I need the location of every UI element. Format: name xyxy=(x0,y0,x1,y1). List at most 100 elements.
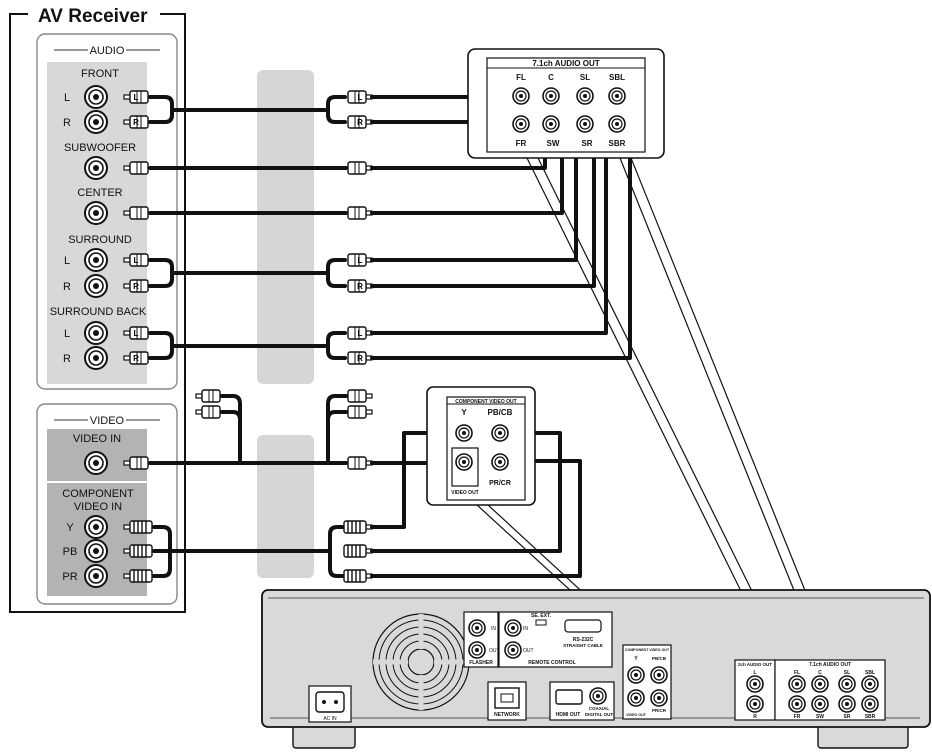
center-jack[interactable] xyxy=(84,201,108,225)
network-label: NETWORK xyxy=(494,712,520,718)
ch2-r-label: R xyxy=(753,714,757,720)
video-group-label: VIDEO xyxy=(90,415,125,427)
plug-r-label: R xyxy=(357,118,363,127)
sbr-jack[interactable] xyxy=(608,115,626,133)
ch7-c: C xyxy=(818,670,822,676)
hdmi-port[interactable] xyxy=(555,689,583,705)
video-out-panel: COMPONENT VIDEO OUT Y PB/CB VIDEO OUT PR… xyxy=(426,386,536,506)
player-composite-jack[interactable] xyxy=(627,689,645,707)
player-comp-pr-jack[interactable] xyxy=(650,689,668,707)
ch2-title: 2ch AUDIO OUT xyxy=(738,662,772,667)
flasher-out-jack[interactable] xyxy=(468,641,486,659)
audio-group-label: AUDIO xyxy=(90,45,125,57)
player-comp-pb: PB/CB xyxy=(652,656,667,661)
fr-jack[interactable] xyxy=(512,115,530,133)
comp-pb-label: PB/CB xyxy=(488,408,513,417)
sr-label: SR xyxy=(581,139,592,148)
ch7-fl-jack[interactable] xyxy=(788,675,806,693)
receiver-title: AV Receiver xyxy=(38,6,148,27)
ch7-c-jack[interactable] xyxy=(811,675,829,693)
flasher-label: FLASHER xyxy=(469,660,493,666)
straight-cable-label: STRAIGHT CABLE xyxy=(563,643,603,648)
plug-l-label: L xyxy=(134,329,139,338)
surround-back-l-jack[interactable] xyxy=(84,321,108,345)
center-label: CENTER xyxy=(77,187,122,199)
video-out-label: VIDEO OUT xyxy=(451,490,479,496)
comp-y-label: Y xyxy=(461,408,467,417)
component-pb-jack[interactable] xyxy=(84,539,108,563)
coaxial-jack[interactable] xyxy=(589,687,607,705)
component-pb-label: PB xyxy=(63,546,78,558)
fl-label: FL xyxy=(516,73,526,82)
ch7-sl-jack[interactable] xyxy=(838,675,856,693)
plug-r-label: R xyxy=(357,282,363,291)
sbl-label: SBL xyxy=(609,73,625,82)
surround-back-l-label: L xyxy=(64,328,70,340)
surround-r-jack[interactable] xyxy=(84,274,108,298)
ch7-fl: FL xyxy=(794,670,800,676)
c-label: C xyxy=(548,73,554,82)
ch2-l-jack[interactable] xyxy=(746,675,764,693)
surround-label: SURROUND xyxy=(68,234,132,246)
ch2-r-jack[interactable] xyxy=(746,695,764,713)
ch7-sr-jack[interactable] xyxy=(838,695,856,713)
sw-label: SW xyxy=(547,139,560,148)
plug-r-label: R xyxy=(133,118,139,127)
rs232c-port[interactable] xyxy=(564,619,602,633)
component-label-1: COMPONENT xyxy=(62,488,134,500)
ch7-sw-jack[interactable] xyxy=(811,695,829,713)
cable-break-bar-audio xyxy=(257,70,314,384)
component-pr-jack[interactable] xyxy=(84,564,108,588)
video-in-jack[interactable] xyxy=(84,451,108,475)
se-ext-switch[interactable] xyxy=(535,619,547,626)
network-port[interactable] xyxy=(494,687,520,709)
comp-pr-jack[interactable] xyxy=(491,453,509,471)
component-y-jack[interactable] xyxy=(84,515,108,539)
fan-vent xyxy=(372,613,470,711)
ch7-fr: FR xyxy=(794,714,801,720)
rc-in-label: IN xyxy=(523,626,528,632)
ch7-sbr-jack[interactable] xyxy=(861,695,879,713)
flasher-in-jack[interactable] xyxy=(468,619,486,637)
front-label: FRONT xyxy=(81,68,119,80)
hdmi-out-label: HDMI OUT xyxy=(556,712,581,718)
rs232c-label: RS-232C xyxy=(573,637,594,643)
coaxial-label-1: COAXIAL xyxy=(589,706,610,711)
se-ext-label: SE. EXT. xyxy=(531,613,552,619)
rc-in-jack[interactable] xyxy=(504,619,522,637)
player-comp-y-jack[interactable] xyxy=(627,666,645,684)
player-comp-title: COMPONENT VIDEO OUT xyxy=(625,648,670,652)
remote-control-label: REMOTE CONTROL xyxy=(528,660,576,666)
subwoofer-jack[interactable] xyxy=(84,156,108,180)
plug-r-label: R xyxy=(133,282,139,291)
ac-in-socket[interactable] xyxy=(315,691,345,713)
rc-out-label: OUT xyxy=(523,648,534,654)
sl-jack[interactable] xyxy=(576,87,594,105)
surround-l-jack[interactable] xyxy=(84,248,108,272)
player-comp-pb-jack[interactable] xyxy=(650,666,668,684)
ch2-l-label: L xyxy=(753,670,756,676)
sr-jack[interactable] xyxy=(576,115,594,133)
c-jack[interactable] xyxy=(542,87,560,105)
rc-out-jack[interactable] xyxy=(504,641,522,659)
sw-jack[interactable] xyxy=(542,115,560,133)
ch7-fr-jack[interactable] xyxy=(788,695,806,713)
plug-l-label: L xyxy=(134,93,139,102)
comp-y-jack[interactable] xyxy=(455,424,473,442)
plug-r-label: R xyxy=(357,354,363,363)
ch7-sbr: SBR xyxy=(865,714,876,720)
composite-video-jack[interactable] xyxy=(455,453,473,471)
plug-l-label: L xyxy=(134,256,139,265)
front-r-jack[interactable] xyxy=(84,110,108,134)
player-comp-video: VIDEO OUT xyxy=(626,713,647,717)
front-l-label: L xyxy=(64,92,70,104)
surround-back-r-jack[interactable] xyxy=(84,346,108,370)
front-l-jack[interactable] xyxy=(84,85,108,109)
ch7-sl: SL xyxy=(844,670,850,676)
fl-jack[interactable] xyxy=(512,87,530,105)
comp-pb-jack[interactable] xyxy=(491,424,509,442)
ch7-sbl-jack[interactable] xyxy=(861,675,879,693)
sbl-jack[interactable] xyxy=(608,87,626,105)
video-in-label: VIDEO IN xyxy=(73,433,121,445)
